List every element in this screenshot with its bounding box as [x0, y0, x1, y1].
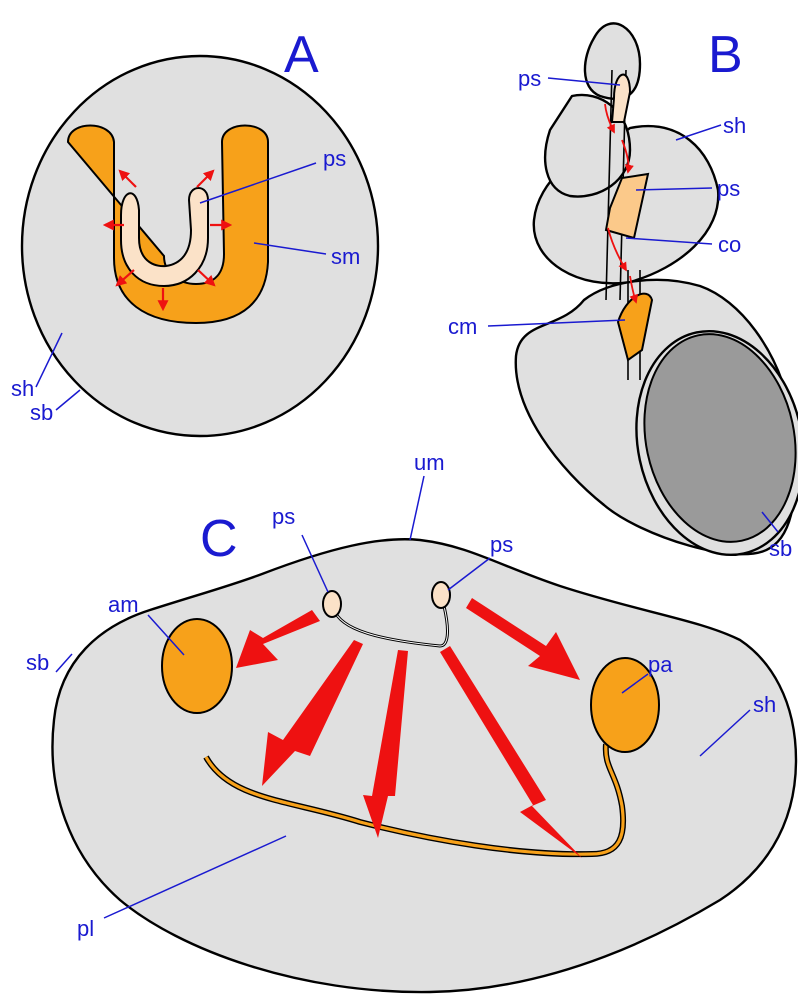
label-pl: pl — [77, 916, 94, 941]
label-sb: sb — [26, 650, 49, 675]
protoconch-scar-right — [432, 582, 450, 608]
label-sb: sb — [30, 400, 53, 425]
panel-b: B ps sh — [448, 23, 798, 570]
leader-line — [410, 476, 424, 540]
leader-line — [56, 390, 80, 410]
panel-b-letter: B — [708, 26, 743, 84]
label-ps-top: ps — [518, 66, 541, 91]
label-sb: sb — [769, 536, 792, 561]
label-am: am — [108, 592, 139, 617]
panel-a-letter: A — [284, 26, 319, 84]
panel-c-letter: C — [200, 510, 238, 568]
label-ps-mid: ps — [717, 176, 740, 201]
label-ps: ps — [323, 146, 346, 171]
label-sh: sh — [11, 376, 34, 401]
protoconch-scar-left — [323, 591, 341, 617]
label-cm: cm — [448, 314, 477, 339]
label-um: um — [414, 450, 445, 475]
panel-c-shell — [52, 539, 796, 992]
whorl-1 — [585, 23, 640, 98]
label-ps-left: ps — [272, 504, 295, 529]
label-ps-right: ps — [490, 532, 513, 557]
leader-line — [676, 125, 721, 140]
label-sm: sm — [331, 244, 360, 269]
anterior-adductor-muscle — [162, 619, 232, 713]
panel-a: A ps sm sh sb — [11, 26, 378, 436]
label-co: co — [718, 232, 741, 257]
label-sh: sh — [753, 692, 776, 717]
label-sh: sh — [723, 113, 746, 138]
label-pa: pa — [648, 652, 673, 677]
